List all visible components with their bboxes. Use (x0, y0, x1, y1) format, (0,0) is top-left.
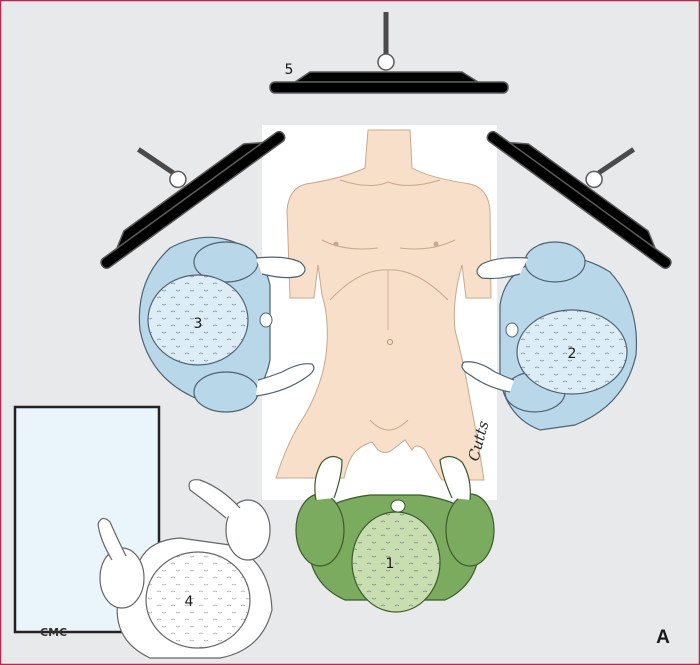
label-lights-5: 5 (285, 62, 294, 78)
label-surgeon-1: 1 (386, 556, 395, 572)
assistant-2 (461, 241, 638, 431)
surgical-light-right (486, 130, 672, 270)
panel-label: A (656, 627, 670, 648)
patient-body (275, 129, 492, 481)
surgeon-1 (295, 455, 495, 613)
surgical-light-left (100, 130, 286, 270)
label-assistant-2: 2 (568, 346, 577, 362)
label-assistant-3: 3 (194, 316, 203, 332)
surgical-light-top (269, 12, 509, 94)
artist-monogram: CMC (40, 626, 67, 639)
assistant-3 (138, 236, 315, 413)
scrub-nurse-4 (97, 479, 273, 659)
label-nurse-4: 4 (185, 594, 194, 610)
